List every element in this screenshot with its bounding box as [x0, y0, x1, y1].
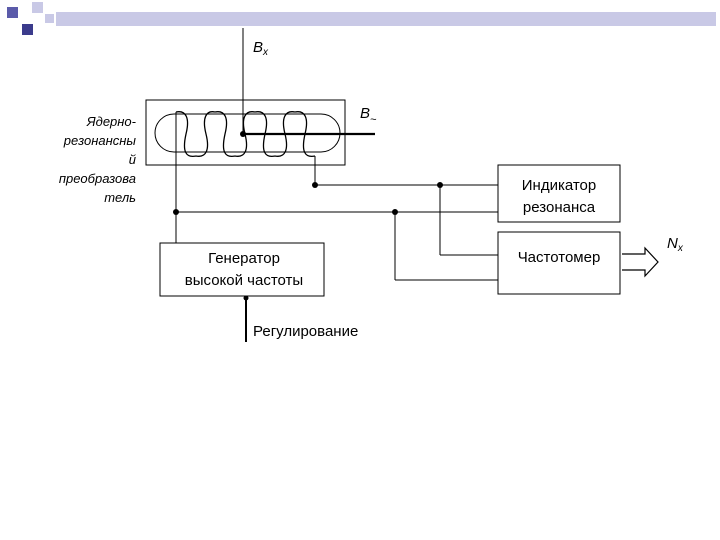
- junction-dot: [392, 209, 398, 215]
- output-arrow: [622, 246, 659, 278]
- bx-label: Bx: [253, 39, 269, 58]
- nx-label: Nx: [667, 235, 684, 254]
- deco-bar: [56, 12, 716, 26]
- converter-box: [145, 99, 346, 166]
- converter-label-line: Ядерно-: [86, 114, 137, 129]
- deco-square-2: [32, 2, 43, 13]
- deco-square-3: [22, 24, 33, 35]
- generator-label-line1: Генератор: [208, 250, 280, 267]
- converter-label-line: преобразова: [59, 171, 136, 186]
- converter-label-line: й: [129, 152, 136, 167]
- deco-square-4: [45, 14, 54, 23]
- indicator-label-line1: Индикатор: [522, 177, 597, 194]
- generator-label-line2: высокой частоты: [185, 272, 303, 289]
- junction-dot: [437, 182, 443, 188]
- converter-label-line: тель: [104, 190, 136, 205]
- generator-box: [159, 242, 325, 297]
- regulation-label: Регулирование: [253, 323, 358, 340]
- indicator-label-line2: резонанса: [523, 199, 596, 216]
- junction-dot: [173, 209, 179, 215]
- sample-capsule: [154, 113, 341, 153]
- converter-label-line: резонансны: [63, 133, 137, 148]
- deco-square-1: [7, 7, 18, 18]
- junction-dot: [240, 131, 246, 137]
- junction-dot: [312, 182, 318, 188]
- indicator-box: [497, 164, 621, 223]
- frequency-meter-label: Частотомер: [518, 249, 601, 266]
- b-approx-label: B~: [360, 105, 377, 126]
- junction-dot: [243, 295, 249, 301]
- frequency-meter-box: [497, 231, 621, 295]
- corner-decoration: [7, 2, 716, 35]
- converter-label: Ядерно- резонансны й преобразова тель: [59, 114, 137, 205]
